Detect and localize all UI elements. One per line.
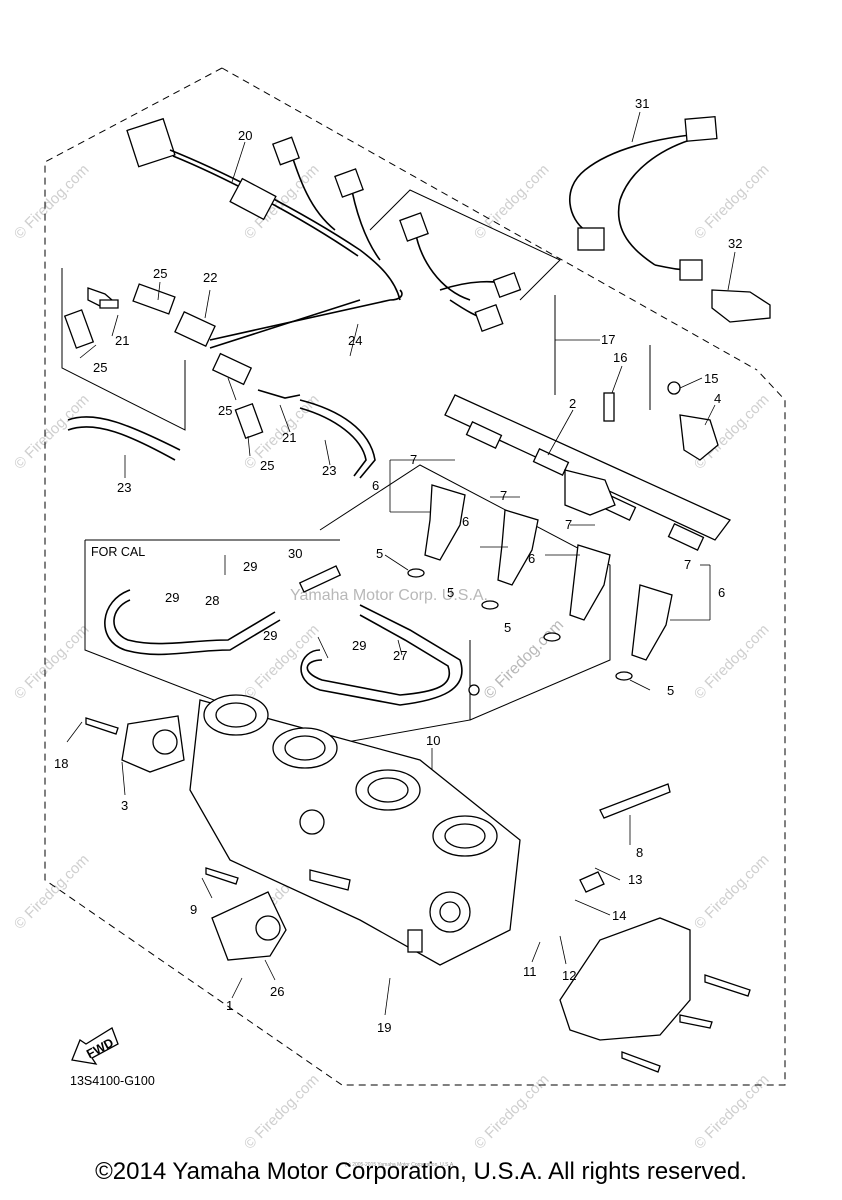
callout-28: 28: [205, 593, 219, 608]
callout-23: 23: [322, 463, 336, 478]
watermark: © Firedog.com: [11, 391, 93, 473]
callout-14: 14: [612, 908, 626, 923]
center-watermark: Yamaha Motor Corp. U.S.A.: [290, 587, 488, 604]
watermark: © Firedog.com: [11, 851, 93, 933]
callout-29: 29: [263, 628, 277, 643]
callout-30: 30: [288, 546, 302, 561]
callout-31: 31: [635, 96, 649, 111]
watermark: © Firedog.com: [11, 621, 93, 703]
callout-7: 7: [565, 517, 572, 532]
fuel-rail-group-box: [369, 189, 561, 301]
watermark: © Firedog.com: [241, 1071, 323, 1153]
callout-4: 4: [714, 391, 721, 406]
watermark: © Firedog.com: [471, 161, 553, 243]
callout-23: 23: [117, 480, 131, 495]
callout-16: 15: [704, 371, 718, 386]
callout-32: 32: [728, 236, 742, 251]
callout-3: 3: [121, 798, 128, 813]
callout-20: 20: [238, 128, 252, 143]
fuel-injectors: [407, 414, 719, 681]
leader-lines: [66, 111, 736, 1016]
callout-15: 19: [377, 1020, 391, 1035]
assembly-boundary: [221, 67, 758, 371]
fwd-arrow-shape: [71, 1027, 119, 1065]
hoses: [63, 283, 403, 479]
watermark: © Firedog.com: [691, 1071, 773, 1153]
callout-9: 9: [190, 902, 197, 917]
callout-25: 25: [93, 360, 107, 375]
callout-29: 29: [243, 559, 257, 574]
watermark: © Firedog.com: [11, 161, 93, 243]
center-watermark-site: © Firedog.com: [481, 616, 567, 702]
callout-18: 17: [601, 332, 615, 347]
callout-29: 29: [165, 590, 179, 605]
callout-6: 6: [718, 585, 725, 600]
throttle-cover: [559, 783, 751, 1073]
callout-labels: 20 31 32 25 22 21 25 24 17 16 15 4 2 25 …: [54, 96, 742, 1088]
callout-10: 10: [426, 733, 440, 748]
callout-11: 11: [523, 964, 537, 979]
callout-6: 6: [372, 478, 379, 493]
callout-19: 18: [54, 756, 68, 771]
callout-25: 25: [260, 458, 274, 473]
callout-5: 5: [667, 683, 674, 698]
fwd-label: FWD: [84, 1036, 116, 1062]
watermark: © Firedog.com: [471, 1071, 553, 1153]
callout-6: 6: [528, 551, 535, 566]
callout-7: 7: [684, 557, 691, 572]
for-cal-label: FOR CAL: [91, 545, 145, 559]
injector-group-box: [319, 464, 611, 721]
watermark: © Firedog.com: [691, 621, 773, 703]
sub-harness: [569, 115, 771, 323]
small-print: (c) 2005-2015 Yamaha Motor Corporation, …: [345, 1162, 455, 1168]
watermark: © Firedog.com: [691, 161, 773, 243]
callout-25: 25: [153, 266, 167, 281]
forward-arrow: FWD: [71, 1027, 119, 1065]
callout-27: 27: [393, 648, 407, 663]
callout-17: 16: [613, 350, 627, 365]
throttle-body: [189, 694, 521, 966]
callout-5: 5: [447, 585, 454, 600]
fuel-rail: [444, 295, 732, 551]
callout-12: 12: [562, 968, 576, 983]
watermark: © Firedog.com: [691, 851, 773, 933]
evap-hoses: [104, 565, 480, 706]
callout-21: 21: [115, 333, 129, 348]
callout-7: 7: [500, 488, 507, 503]
copyright-footer: ©2014 Yamaha Motor Corporation, U.S.A. A…: [95, 1158, 747, 1185]
callout-13: 13: [628, 872, 642, 887]
callout-6: 6: [462, 514, 469, 529]
callout-2: 2: [569, 396, 576, 411]
part-code: 13S4100-G100: [70, 1074, 155, 1088]
callout-26: 26: [270, 984, 284, 999]
callout-5: 5: [504, 620, 511, 635]
callout-24: 24: [348, 333, 362, 348]
wiring-harness: [126, 117, 522, 332]
callout-7: 7: [410, 452, 417, 467]
callout-1: 1: [226, 998, 233, 1013]
callout-5: 5: [376, 546, 383, 561]
hose-group-box: [61, 268, 186, 431]
callout-25: 25: [218, 403, 232, 418]
callout-22: 22: [203, 270, 217, 285]
callout-29: 29: [352, 638, 366, 653]
callout-8: 8: [636, 845, 643, 860]
callout-21: 21: [282, 430, 296, 445]
throttle-position-sensors: [85, 715, 287, 961]
